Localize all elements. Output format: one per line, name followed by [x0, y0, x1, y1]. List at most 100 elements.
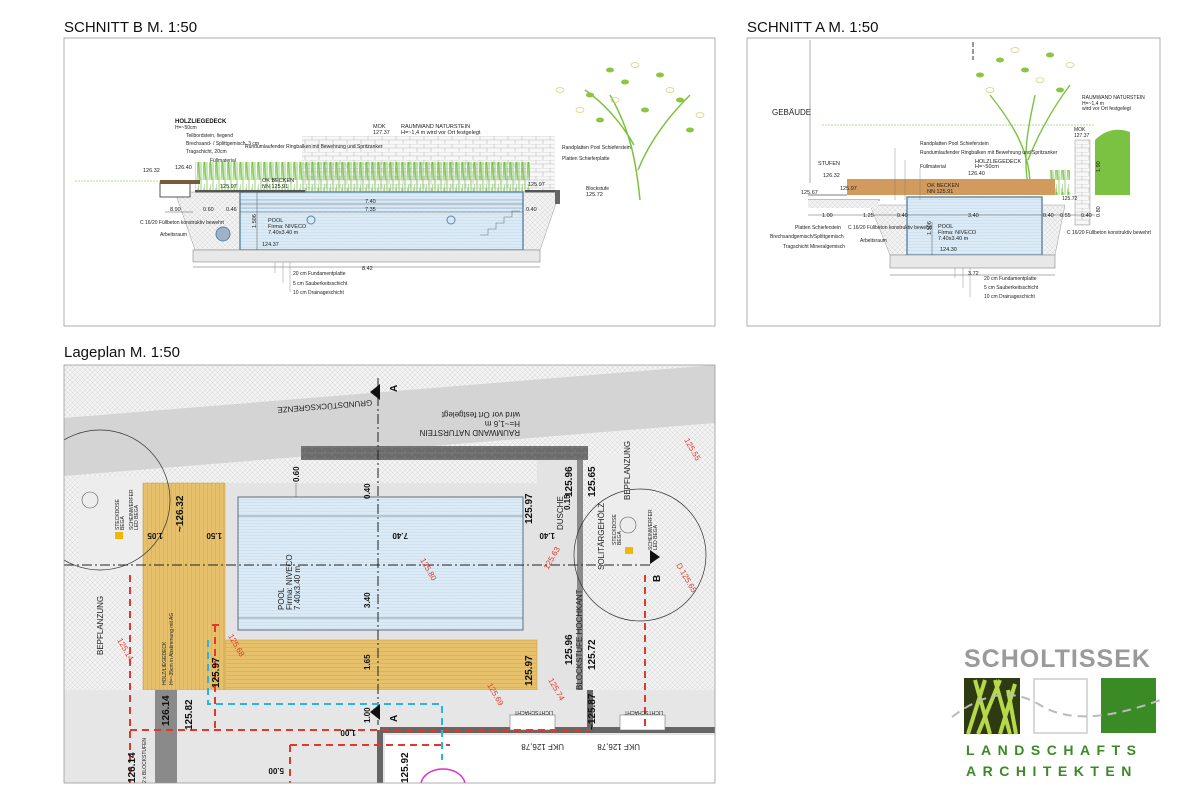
elevation: 125.92: [400, 752, 411, 783]
layer-label: 20 cm Fundamentplatte: [984, 276, 1037, 282]
label: H=~1,4 m: [1082, 101, 1104, 107]
label: H=~50cm: [975, 164, 999, 170]
socket-icon: [115, 532, 123, 539]
lageplan-title: Lageplan M. 1:50: [64, 344, 180, 361]
note: Platten Schieferstein: [795, 225, 841, 231]
note: C 16/20 Füllbeton konstruktiv bewehrt: [848, 225, 933, 231]
note: Randplatten Pool Schieferstein: [920, 141, 989, 147]
dimension: 0.60: [203, 207, 214, 213]
note: Arbeitsraum: [860, 238, 887, 244]
schnitt-a-panel: GEBÄUDE RAUMWAND NATURSTEIN H=~1,4 m wir…: [746, 37, 1161, 327]
wall-label: wird vor Ort festgelegt: [441, 410, 521, 419]
foundation-plate: [889, 254, 1056, 269]
pool-label: POOL: [277, 587, 286, 610]
dimension: 8.42: [362, 266, 373, 272]
dimension: 0.80: [1096, 206, 1102, 217]
company-logo: SCHOLTISSEK LANDSCHAFTS ARCHITEKTEN: [951, 645, 1161, 779]
elevation: 125.97: [840, 186, 857, 192]
dimension: 1.00: [363, 707, 372, 723]
planting-label: BEPFLANZUNG: [96, 596, 105, 655]
elevation: 125.65: [587, 466, 598, 497]
label: RAUMWAND NATURSTEIN: [1082, 95, 1145, 101]
dimension: 0.40: [363, 483, 372, 499]
pool-plan: [237, 496, 524, 631]
electrical-line: [129, 575, 646, 783]
section-label: A: [389, 385, 400, 392]
pool-firm: Firma: NIVECO: [285, 554, 294, 610]
elevation: 125.72: [587, 639, 598, 670]
tree-canopy-right: [573, 488, 707, 622]
label: wird vor Ort festgelegt: [1082, 106, 1132, 112]
lageplan-panel: GRUNDSTÜCKSGRENZE RAUMWAND NATURSTEIN H=…: [63, 364, 716, 784]
dimension: 1.90: [1096, 161, 1102, 172]
spotlight-icon: [619, 516, 637, 534]
dimension: 1.506: [927, 221, 933, 235]
dimension: 8.90: [170, 207, 181, 213]
label: H=~50cm: [175, 125, 197, 131]
note: Platten Schieferplatte: [562, 156, 610, 162]
dimension: 3.72: [968, 271, 979, 277]
floor-level-label: UKF 126,78: [521, 742, 564, 751]
elevation: NN 125.91: [927, 189, 953, 195]
dimension: 7.40: [392, 531, 408, 540]
lightwell-label: LICHTSCHACHT: [624, 709, 663, 715]
elevation: 125.72: [586, 192, 603, 198]
logo-name: SCHOLTISSEK: [964, 645, 1151, 673]
elevation: 126.14: [161, 695, 172, 726]
tree-icon: [976, 47, 1075, 186]
note: Füllmaterial: [210, 158, 236, 164]
wooden-deck-left: [142, 482, 226, 691]
label: HOLZLIEGEDECK: [975, 159, 1021, 165]
block-step: [577, 460, 583, 700]
block-steps-label: 2 x BLOCKSTUFEN: [142, 738, 148, 783]
pool-label: POOL: [268, 218, 283, 224]
dimension: 0.60: [292, 466, 301, 482]
elevation: 127.37: [1074, 133, 1090, 139]
logo-line1: LANDSCHAFTS: [966, 742, 1143, 758]
foundation-plate: [192, 249, 541, 263]
section-label: B: [652, 575, 663, 582]
wooden-deck-section: [847, 179, 1055, 195]
pool-size: 7.40x3.40 m: [268, 230, 299, 236]
elevation: 125.97: [528, 182, 545, 188]
note: Brechsand- / Splittgemisch, 3 cm: [186, 141, 259, 147]
block-step-label: BLOCKSTUFE HOCHKANT: [575, 589, 584, 690]
elevation: 124.30: [940, 247, 957, 253]
elevation: 125.67: [801, 190, 818, 196]
elevation: ~125.87: [587, 693, 598, 730]
wall-label: RAUMWAND NATURSTEIN: [419, 428, 520, 437]
lightwell-label: LICHTSCHACHT: [514, 709, 553, 715]
pool-section: [239, 191, 524, 251]
label: H=~1,4 m wird vor Ort festgelegt: [401, 130, 481, 136]
floor-level-label: UKF 126,78: [597, 742, 640, 751]
note: Randplatten Pool Schieferstein: [562, 145, 631, 151]
elevation: 126.32: [143, 168, 160, 174]
elevation: 125.82: [184, 699, 195, 730]
dimension: 0.46: [226, 207, 237, 213]
property-boundary-band: [64, 365, 715, 476]
layer-label: 20 cm Fundamentplatte: [293, 271, 346, 277]
dimension: 0.40: [1043, 213, 1054, 219]
natural-stone-wall: [1074, 139, 1091, 226]
tree-canopy-left: [64, 429, 171, 571]
planting-label: BEPFLANZUNG: [623, 441, 632, 500]
label: STUFEN: [818, 161, 840, 167]
dimension: 0.55: [1060, 213, 1071, 219]
elevation: 125.96: [564, 634, 575, 665]
dimension: 1.05: [147, 531, 163, 540]
dimension: 7.35: [365, 207, 376, 213]
socket-label: BEGA: [120, 515, 126, 530]
elevation: 126.14: [127, 752, 138, 783]
deck-label: HOLZ/LIEGEDECK: [162, 641, 168, 685]
spotlight-label: SCHEINWERFER: [648, 509, 654, 550]
layer-label: 10 cm Drainageschicht: [293, 290, 344, 296]
tree-icon: [555, 62, 705, 201]
schnitt-a-title: SCHNITT A M. 1:50: [747, 19, 878, 36]
pool-label: POOL: [938, 224, 953, 230]
tree-label: SOLITÄRGEHÖLZ: [597, 503, 606, 570]
note: Brechsandgemisch/Splittgemisch: [770, 234, 844, 240]
dimension: 1.00: [340, 728, 356, 737]
elevation: 124.37: [262, 242, 279, 248]
pool-firm: Firma: NIVECO: [938, 230, 977, 236]
elevation: 126.40: [968, 171, 985, 177]
